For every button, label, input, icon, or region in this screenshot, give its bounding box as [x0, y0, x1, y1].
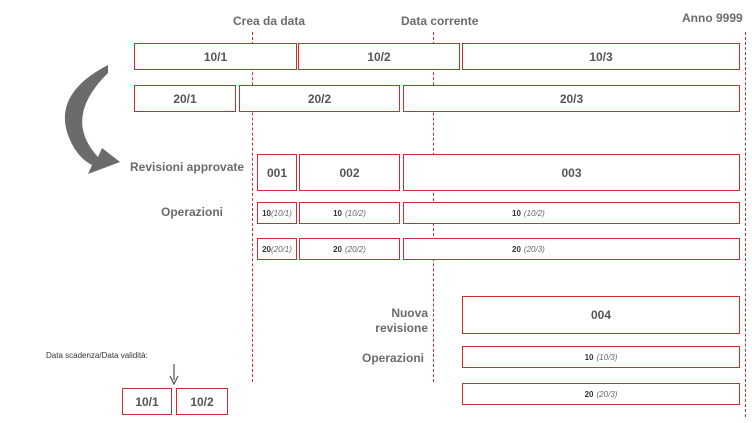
- revisioni-approvate-label: Revisioni approvate: [130, 160, 245, 174]
- crea-da-data-line: [252, 32, 253, 382]
- op20-box-2: 20(20/2): [299, 238, 400, 260]
- revision-001: 001: [257, 154, 297, 191]
- legend-box-2: 10/2: [176, 388, 228, 415]
- legend-arrow-icon: [169, 364, 179, 386]
- op20-box-3: 20(20/3): [403, 238, 740, 260]
- op20-box-1: 20(20/1): [257, 238, 297, 260]
- header-anno-9999: Anno 9999: [682, 11, 743, 25]
- row1-box-2: 10/2: [298, 43, 460, 70]
- row2-box-1: 20/1: [134, 85, 236, 112]
- revision-002: 002: [299, 154, 400, 191]
- row2-box-2: 20/2: [239, 85, 400, 112]
- legend-box-1: 10/1: [122, 388, 172, 415]
- operazioni-label: Operazioni: [161, 205, 224, 219]
- revision-004: 004: [462, 296, 740, 334]
- row2-box-3: 20/3: [403, 85, 740, 112]
- header-crea-da-data: Crea da data: [233, 14, 306, 28]
- row1-box-3: 10/3: [462, 43, 740, 70]
- nuova-operazioni-label: Operazioni: [362, 351, 425, 365]
- legend-label: Data scadenza/Data validità:: [46, 351, 148, 360]
- op10-box-2: 10(10/2): [299, 202, 400, 224]
- header-data-corrente: Data corrente: [401, 14, 479, 28]
- new-op10-box: 10(10/3): [462, 346, 740, 368]
- op10-box-1: 10(10/1): [257, 202, 297, 224]
- anno-9999-line: [745, 32, 746, 417]
- op10-box-3: 10(10/2): [403, 202, 740, 224]
- row1-box-1: 10/1: [134, 43, 297, 70]
- revision-003: 003: [403, 154, 740, 191]
- new-op20-box: 20(20/3): [462, 383, 740, 405]
- nuova-revisione-label: Nuova revisione: [375, 306, 428, 335]
